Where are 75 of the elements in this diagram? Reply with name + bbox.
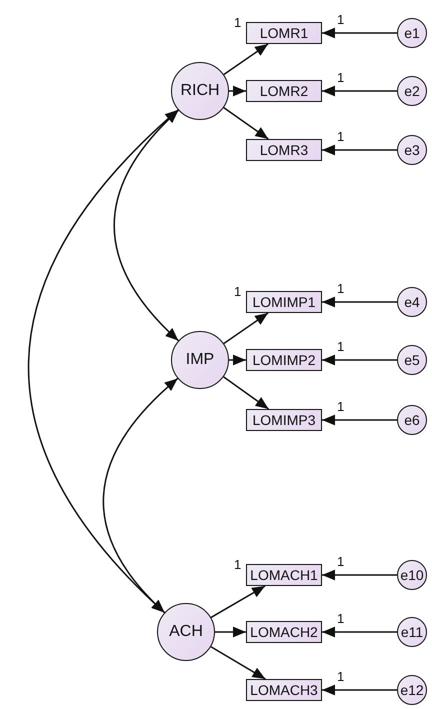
variable-label: RICH	[180, 82, 220, 100]
arrow	[322, 684, 397, 696]
arrow	[322, 354, 397, 366]
observed-variable-box	[246, 679, 322, 701]
latent-variable-circle	[171, 62, 229, 120]
error-term-circle	[397, 560, 427, 590]
variable-label: ACH	[169, 623, 203, 641]
arrow	[322, 570, 397, 580]
arrow	[322, 626, 397, 638]
error-term-circle	[397, 345, 427, 375]
edge-label: 1	[336, 71, 346, 84]
variable-label: LOMR1	[260, 25, 308, 41]
arrow	[223, 312, 268, 344]
observed-variable-box	[246, 349, 322, 371]
error-term-circle	[397, 287, 427, 317]
variable-label: LOMACH3	[250, 682, 318, 698]
observed-variable-box	[246, 564, 322, 586]
covariance-arrow	[114, 110, 179, 342]
arrow	[322, 296, 397, 308]
arrow	[210, 585, 266, 618]
arrow	[229, 354, 246, 366]
observed-variable-box	[246, 291, 322, 313]
variable-label: e11	[400, 624, 424, 640]
edge-label: 1	[336, 670, 346, 683]
variable-label: e10	[400, 567, 424, 583]
variable-label: LOMIMP2	[252, 352, 316, 368]
variable-label: LOMR3	[260, 142, 308, 158]
observed-variable-box	[246, 80, 322, 102]
variable-label: LOMR2	[260, 83, 308, 99]
variable-label: e3	[404, 142, 420, 158]
observed-variable-box	[246, 409, 322, 431]
edge-label: 1	[336, 400, 346, 413]
variable-label: e1	[404, 25, 420, 41]
edge-label: 1	[336, 282, 346, 295]
edge-label: 1	[233, 558, 242, 571]
variable-label: LOMIMP3	[252, 412, 316, 428]
edge-label: 1	[336, 13, 346, 26]
variable-label: LOMACH2	[250, 624, 318, 640]
variable-label: e6	[404, 412, 420, 428]
edge-label: 1	[233, 285, 242, 298]
variable-label: e4	[404, 294, 420, 310]
variable-label: LOMACH1	[250, 567, 318, 583]
arrow	[223, 43, 268, 76]
arrow	[215, 626, 246, 638]
edge-label: 1	[233, 16, 242, 29]
error-term-circle	[397, 675, 427, 705]
arrow	[223, 376, 270, 410]
variable-label: e2	[404, 83, 420, 99]
error-term-circle	[397, 405, 427, 435]
edge-label: 1	[336, 130, 346, 143]
arrow	[210, 646, 266, 680]
arrow	[229, 86, 246, 96]
error-term-circle	[397, 135, 427, 165]
variable-label: LOMIMP1	[252, 294, 316, 310]
latent-variable-circle	[171, 331, 229, 389]
covariance-arrow	[102, 378, 178, 614]
variable-label: e5	[404, 352, 420, 368]
observed-variable-box	[246, 621, 322, 643]
arrow	[223, 107, 269, 140]
covariance-arrow	[28, 109, 179, 614]
edge-label: 1	[336, 612, 346, 625]
observed-variable-box	[246, 22, 322, 44]
observed-variable-box	[246, 139, 322, 161]
error-term-circle	[397, 18, 427, 48]
latent-variable-circle	[157, 603, 215, 661]
variable-label: IMP	[186, 351, 214, 369]
error-term-circle	[397, 76, 427, 106]
variable-label: e12	[400, 682, 424, 698]
edge-label: 1	[336, 340, 346, 353]
arrow	[322, 28, 397, 38]
arrow	[322, 86, 397, 96]
arrow	[322, 414, 397, 426]
error-term-circle	[397, 617, 427, 647]
arrow	[322, 144, 397, 156]
edge-label: 1	[336, 555, 346, 568]
